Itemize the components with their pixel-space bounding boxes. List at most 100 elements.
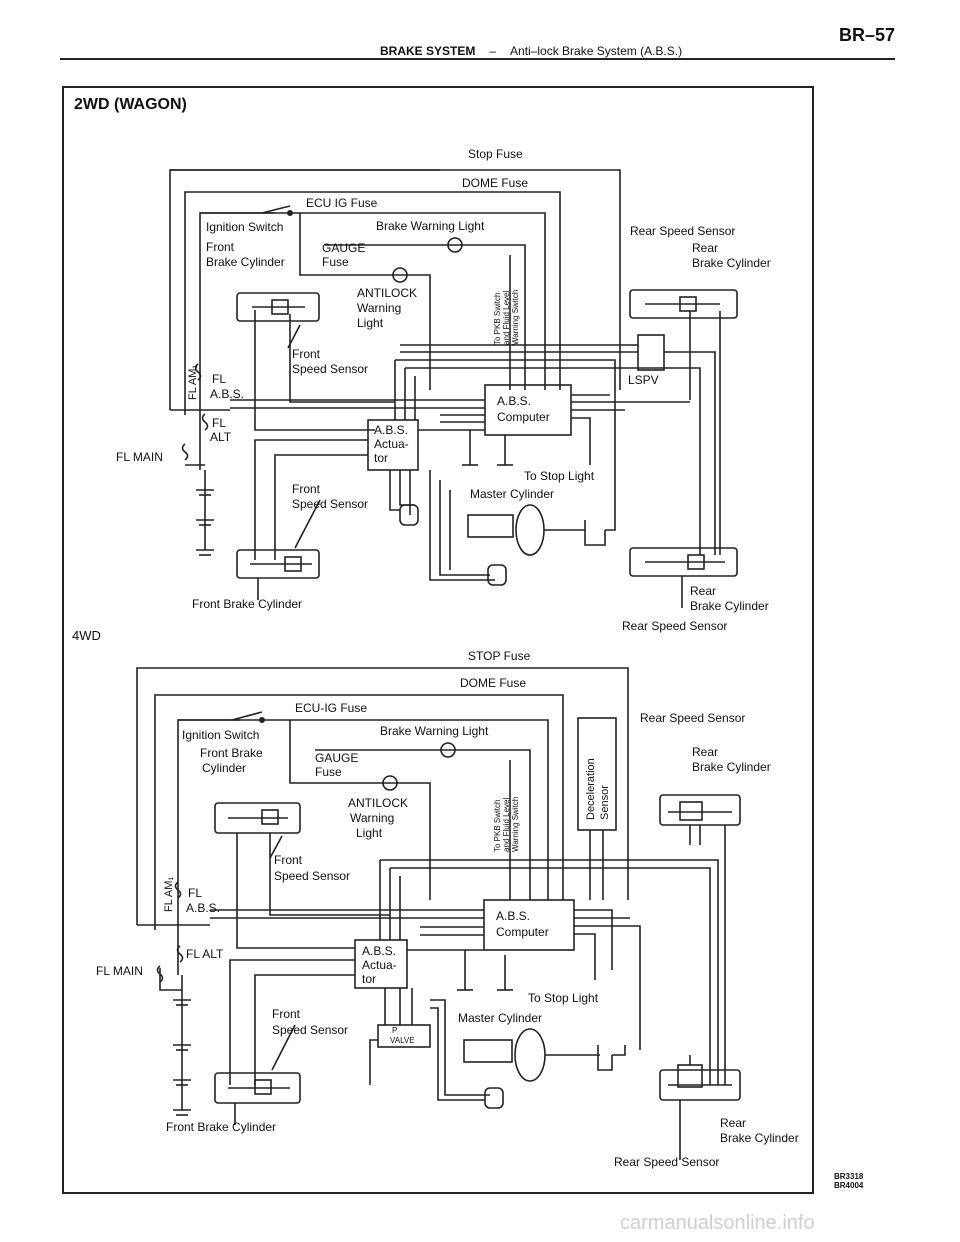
brake-warning-light-label: Brake Warning Light (380, 724, 489, 738)
rear-brake-cylinder-label-bottom-2: Brake Cylinder (690, 599, 769, 613)
header-rule (60, 58, 895, 60)
fl-alt-label: FL ALT (186, 947, 224, 961)
dome-fuse-label: DOME Fuse (462, 176, 528, 190)
front-brake-cylinder-label-1: Front (206, 240, 235, 254)
ignition-switch-label: Ignition Switch (182, 728, 259, 742)
fl-abs-label-2: A.B.S. (210, 387, 244, 401)
panel-title-2wd: 2WD (WAGON) (74, 96, 187, 113)
abs-actuator-label-2: Actua- (362, 958, 397, 972)
fl-alt-label-1: FL (212, 416, 226, 430)
front-speed-sensor-label-top-2: Speed Sensor (274, 869, 350, 883)
labels-4wd: STOP Fuse DOME Fuse ECU-IG Fuse Ignition… (96, 649, 799, 1169)
fl-main-label: FL MAIN (116, 450, 163, 464)
pkb-switch-label-2: and Fluid Level (502, 291, 511, 345)
antilock-light-label-2: Warning (357, 301, 401, 315)
deceleration-sensor-label-1: Deceleration (585, 758, 597, 820)
rear-brake-cylinder-label-bottom-1: Rear (690, 584, 716, 598)
page-number: BR–57 (838, 25, 895, 45)
abs-actuator-label-3: tor (362, 972, 376, 986)
front-brake-cylinder-label-bottom: Front Brake Cylinder (192, 597, 302, 611)
front-speed-sensor-label-bottom-1: Front (292, 482, 321, 496)
figure-frame (62, 86, 814, 1194)
abs-actuator-label-1: A.B.S. (374, 423, 408, 437)
front-speed-sensor-label-bottom-2: Speed Sensor (272, 1023, 348, 1037)
gauge-fuse-label-1: GAUGE (315, 751, 358, 765)
antilock-light-label-3: Light (356, 826, 383, 840)
section-separator: – (489, 44, 497, 58)
fl-main-label: FL MAIN (96, 964, 143, 978)
page-header: BR–57 BRAKE SYSTEM–Anti–lock Brake Syste… (60, 22, 895, 62)
rear-brake-cylinder-label-top-2: Brake Cylinder (692, 760, 771, 774)
antilock-light-label-1: ANTILOCK (357, 286, 417, 300)
to-stop-light-label: To Stop Light (528, 991, 599, 1005)
front-speed-sensor-label-bottom-1: Front (272, 1007, 301, 1021)
fl-alt-label-2: ALT (210, 430, 232, 444)
rear-speed-sensor-label-bottom: Rear Speed Sensor (614, 1155, 719, 1169)
abs-computer-label-2: Computer (497, 410, 550, 424)
figure-code-2: BR4004 (834, 1181, 864, 1190)
rear-speed-sensor-label-top: Rear Speed Sensor (630, 224, 735, 238)
fl-am-label: FL AM₁ (187, 365, 199, 400)
front-brake-cylinder-label-2: Brake Cylinder (206, 255, 285, 269)
site-watermark: carmanualsonline.info (620, 1212, 815, 1234)
figure-code-1: BR3318 (834, 1172, 864, 1181)
pkb-switch-label-1: To PKB Switch (493, 293, 502, 345)
antilock-light-label-3: Light (357, 316, 384, 330)
front-speed-sensor-label-top-1: Front (292, 347, 321, 361)
p-valve-label-2: VALVE (390, 1036, 415, 1045)
master-cylinder-label: Master Cylinder (458, 1011, 542, 1025)
ignition-switch-label: Ignition Switch (206, 220, 283, 234)
p-valve-label-1: P (392, 1026, 397, 1035)
abs-computer-label-1: A.B.S. (497, 394, 531, 408)
fl-abs-label-2: A.B.S. (186, 901, 220, 915)
diagram-2wd (169, 169, 738, 608)
pkb-switch-label-3: Warning Switch (511, 290, 520, 345)
rear-brake-cylinder-label-top-1: Rear (692, 745, 718, 759)
front-speed-sensor-label-top-2: Speed Sensor (292, 362, 368, 376)
master-cylinder-label: Master Cylinder (470, 487, 554, 501)
labels-2wd: Stop Fuse DOME Fuse ECU IG Fuse Ignition… (116, 147, 771, 633)
pkb-switch-label-2: and Fluid Level (502, 798, 511, 852)
rear-brake-cylinder-label-top-2: Brake Cylinder (692, 256, 771, 270)
dome-fuse-label: DOME Fuse (460, 676, 526, 690)
stop-fuse-label: STOP Fuse (468, 649, 531, 663)
abs-actuator-label-1: A.B.S. (362, 944, 396, 958)
rear-speed-sensor-label-top: Rear Speed Sensor (640, 711, 745, 725)
deceleration-sensor-label-2: Sensor (599, 785, 611, 820)
to-stop-light-label: To Stop Light (524, 469, 595, 483)
lspv-label: LSPV (628, 373, 659, 387)
fl-abs-label-1: FL (188, 886, 202, 900)
rear-speed-sensor-label-bottom: Rear Speed Sensor (622, 619, 727, 633)
section-subtitle: Anti–lock Brake System (A.B.S.) (510, 44, 683, 58)
antilock-light-label-1: ANTILOCK (348, 796, 408, 810)
fl-abs-label-1: FL (212, 372, 226, 386)
stop-fuse-label: Stop Fuse (468, 147, 523, 161)
front-speed-sensor-label-bottom-2: Speed Sensor (292, 497, 368, 511)
brake-warning-light-label: Brake Warning Light (376, 219, 485, 233)
gauge-fuse-label-2: Fuse (315, 765, 342, 779)
abs-computer-label-1: A.B.S. (496, 909, 530, 923)
gauge-fuse-label-2: Fuse (322, 255, 349, 269)
panel-title-4wd: 4WD (72, 628, 101, 643)
rear-brake-cylinder-label-top-1: Rear (692, 241, 718, 255)
front-brake-cylinder-label-2: Cylinder (202, 761, 246, 775)
antilock-light-label-2: Warning (350, 811, 394, 825)
ecu-fuse-label: ECU IG Fuse (306, 196, 378, 210)
pkb-switch-label-1: To PKB Switch (493, 800, 502, 852)
abs-actuator-label-2: Actua- (374, 437, 409, 451)
ecu-fuse-label: ECU-IG Fuse (295, 701, 367, 715)
abs-computer-label-2: Computer (496, 925, 549, 939)
section-heading: BRAKE SYSTEM–Anti–lock Brake System (A.B… (380, 44, 682, 58)
abs-actuator-label-3: tor (374, 451, 388, 465)
diagram-4wd (136, 667, 741, 1160)
front-brake-cylinder-label-1: Front Brake (200, 746, 263, 760)
rear-brake-cylinder-label-bottom-1: Rear (720, 1116, 746, 1130)
front-speed-sensor-label-top-1: Front (274, 853, 303, 867)
front-brake-cylinder-label-bottom: Front Brake Cylinder (166, 1120, 276, 1134)
fl-am-label: FL AM₁ (163, 877, 175, 912)
section-name: BRAKE SYSTEM (380, 44, 476, 58)
gauge-fuse-label-1: GAUGE (322, 241, 365, 255)
rear-brake-cylinder-label-bottom-2: Brake Cylinder (720, 1131, 799, 1145)
pkb-switch-label-3: Warning Switch (511, 797, 520, 852)
